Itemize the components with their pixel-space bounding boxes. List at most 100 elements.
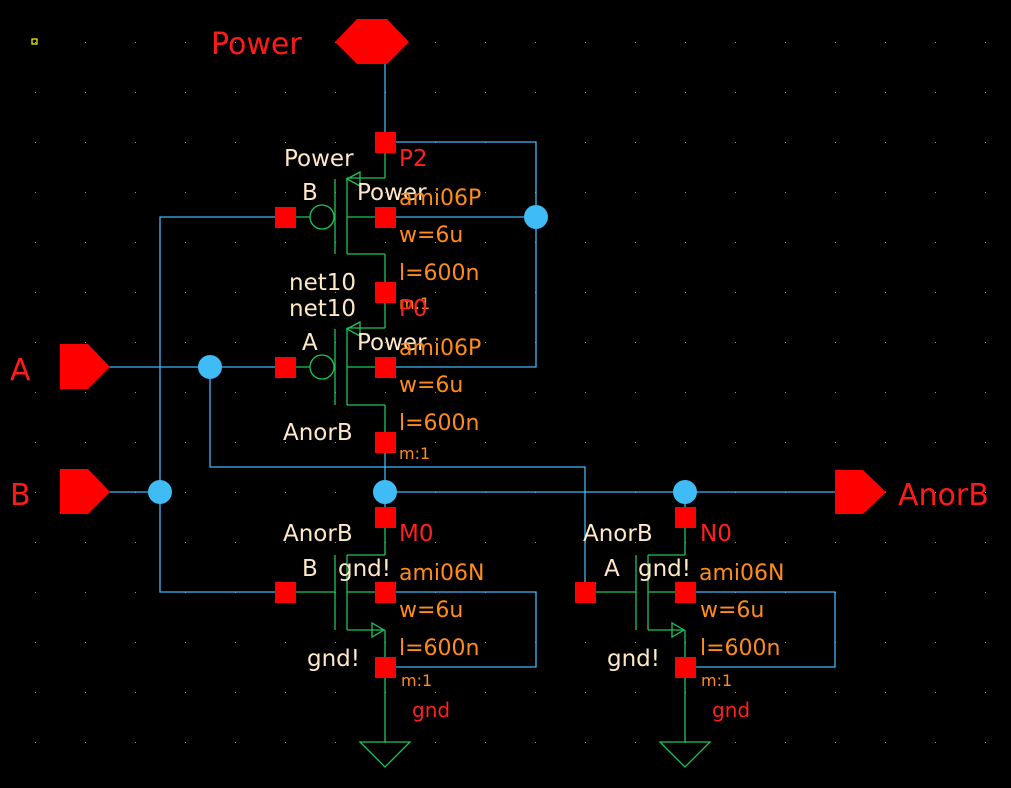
- grid-dot: [585, 442, 586, 443]
- ground-icon: [358, 741, 412, 768]
- ground-symbol-n0[interactable]: [658, 678, 712, 768]
- grid-dot: [835, 542, 836, 543]
- grid-dot: [35, 592, 36, 593]
- p2-model-name: ami06P: [399, 186, 481, 211]
- grid-dot: [185, 542, 186, 543]
- terminal-p2-bulk[interactable]: [375, 207, 396, 228]
- grid-dot: [135, 92, 136, 93]
- grid-dot: [735, 542, 736, 543]
- wire-power-bulk-rail[interactable]: [385, 141, 537, 368]
- terminal-m0-bulk[interactable]: [375, 582, 396, 603]
- grid-dot: [285, 142, 286, 143]
- terminal-n0-drain[interactable]: [675, 507, 696, 528]
- wire-m0-bulk[interactable]: [385, 591, 537, 668]
- terminal-p0-bulk[interactable]: [375, 357, 396, 378]
- p0-bulk-net-label: Power: [357, 330, 427, 356]
- grid-dot: [435, 92, 436, 93]
- grid-dot: [35, 192, 36, 193]
- terminal-p0-gate[interactable]: [275, 357, 296, 378]
- power-pin-icon[interactable]: [335, 19, 409, 64]
- grid-dot: [685, 442, 686, 443]
- junction-dot[interactable]: [373, 480, 397, 504]
- grid-dot: [985, 292, 986, 293]
- grid-dot: [735, 292, 736, 293]
- grid-dot: [885, 42, 886, 43]
- grid-dot: [135, 142, 136, 143]
- nmos-arrow-icon: [671, 621, 686, 639]
- terminal-n0-gate[interactable]: [575, 582, 596, 603]
- terminal-n0-bulk[interactable]: [675, 582, 696, 603]
- grid-dot: [585, 42, 586, 43]
- grid-dot: [235, 92, 236, 93]
- grid-dot: [985, 742, 986, 743]
- junction-dot[interactable]: [198, 355, 222, 379]
- grid-dot: [185, 442, 186, 443]
- grid-dot: [435, 42, 436, 43]
- grid-dot: [285, 542, 286, 543]
- n0-source-net-label: gnd!: [607, 646, 660, 672]
- grid-dot: [435, 442, 436, 443]
- grid-dot: [285, 692, 286, 693]
- terminal-m0-drain[interactable]: [375, 507, 396, 528]
- grid-dot: [435, 542, 436, 543]
- grid-dot: [435, 642, 436, 643]
- terminal-n0-source[interactable]: [675, 657, 696, 678]
- grid-dot: [35, 392, 36, 393]
- ground-icon: [658, 741, 712, 768]
- junction-dot[interactable]: [524, 205, 548, 229]
- grid-dot: [985, 142, 986, 143]
- grid-dot: [735, 92, 736, 93]
- grid-dot: [985, 242, 986, 243]
- wire-n0-bulk[interactable]: [685, 591, 836, 668]
- grid-dot: [585, 392, 586, 393]
- terminal-p0-drain[interactable]: [375, 432, 396, 453]
- junction-dots: [148, 205, 697, 504]
- input-pin-b-icon[interactable]: [60, 469, 110, 514]
- grid-dot: [485, 692, 486, 693]
- terminal-m0-source[interactable]: [375, 657, 396, 678]
- terminal-p2-drain[interactable]: [375, 282, 396, 303]
- ground-symbol-m0[interactable]: [358, 678, 412, 768]
- grid-dot: [85, 342, 86, 343]
- p0-drain-net-label: AnorB: [283, 420, 353, 446]
- grid-dot: [685, 392, 686, 393]
- terminal-p2-source[interactable]: [375, 132, 396, 153]
- pmos-arrow-icon: [345, 320, 361, 338]
- grid-dot: [185, 742, 186, 743]
- terminal-pins: [275, 132, 696, 678]
- input-pin-a-icon[interactable]: [60, 344, 110, 389]
- grid-dot: [235, 142, 236, 143]
- wire-net-a[interactable]: [209, 367, 586, 592]
- grid-dot: [635, 692, 636, 693]
- grid-dot: [585, 192, 586, 193]
- grid-dot: [885, 192, 886, 193]
- grid-dot: [635, 642, 636, 643]
- grid-dot: [785, 242, 786, 243]
- n0-width: w=6u: [700, 598, 764, 623]
- n0-model-name: ami06N: [699, 561, 784, 586]
- pmos-p2[interactable]: [285, 153, 386, 292]
- junction-dot[interactable]: [673, 480, 697, 504]
- grid-dot: [535, 542, 536, 543]
- grid-dot: [835, 742, 836, 743]
- grid-dot: [435, 392, 436, 393]
- wire-net-b[interactable]: [159, 216, 285, 593]
- p0-source-net-label: net10: [289, 296, 356, 322]
- grid-dot: [585, 692, 586, 693]
- grid-dot: [335, 542, 336, 543]
- grid-dot: [835, 692, 836, 693]
- grid-dot: [885, 442, 886, 443]
- grid-dot: [35, 442, 36, 443]
- output-pin-anorb-icon[interactable]: [835, 470, 886, 514]
- terminal-p2-gate[interactable]: [275, 207, 296, 228]
- terminal-m0-gate[interactable]: [275, 582, 296, 603]
- grid-dot: [785, 392, 786, 393]
- grid-dot: [485, 742, 486, 743]
- grid-dot: [385, 392, 386, 393]
- grid-dot: [235, 642, 236, 643]
- grid-dot: [985, 692, 986, 693]
- junction-dot[interactable]: [148, 480, 172, 504]
- grid-dot: [785, 342, 786, 343]
- p2-source-net-label: Power: [284, 146, 354, 172]
